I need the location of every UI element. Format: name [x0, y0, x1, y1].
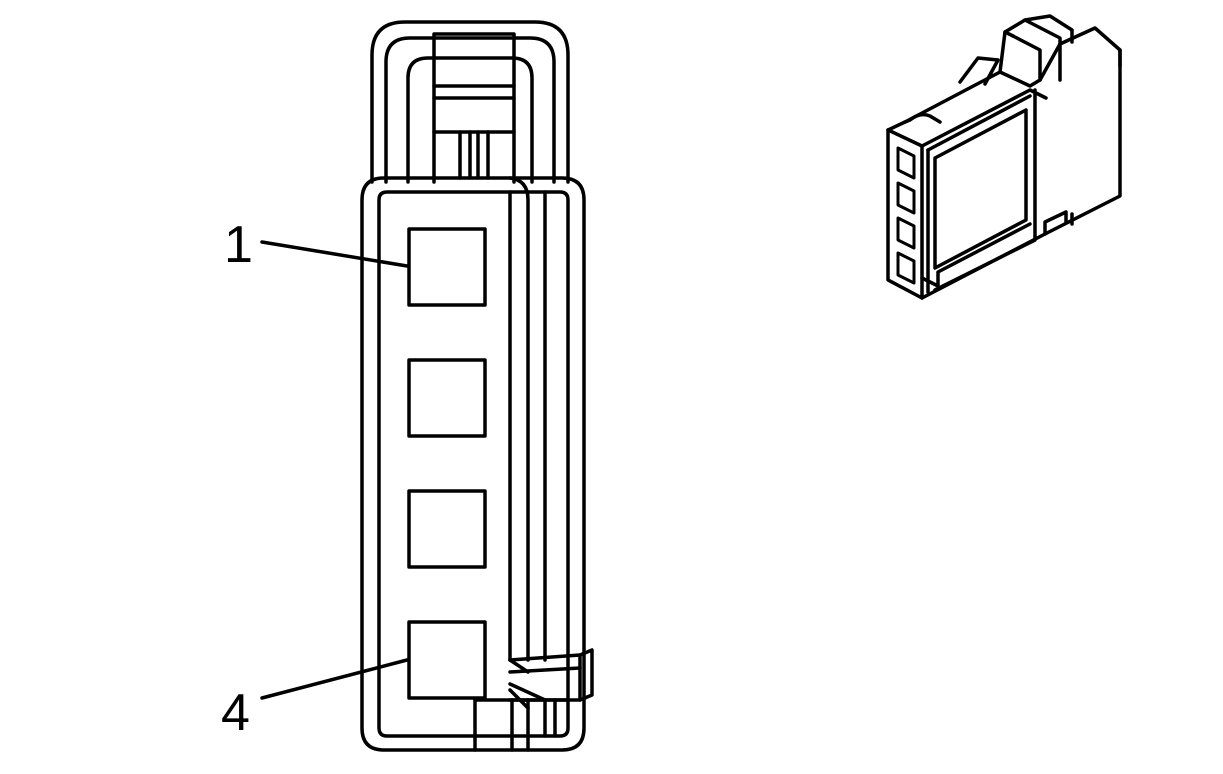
terminal-cavities	[407, 227, 487, 700]
callout-leaders	[260, 240, 409, 700]
latch-housing	[370, 20, 570, 184]
connector-front-view: 1 4	[221, 20, 594, 752]
cavity-4	[407, 620, 487, 700]
iso-latch	[958, 14, 1074, 86]
leader-line-1	[260, 240, 409, 268]
leader-line-4	[260, 658, 409, 700]
connector-isometric-view	[886, 14, 1122, 300]
callout-label-4: 4	[221, 684, 250, 742]
cavity-2	[407, 358, 487, 438]
callout-label-1: 1	[224, 216, 253, 274]
cavity-1	[407, 227, 487, 307]
cavity-3	[407, 489, 487, 569]
connector-body	[360, 176, 594, 752]
